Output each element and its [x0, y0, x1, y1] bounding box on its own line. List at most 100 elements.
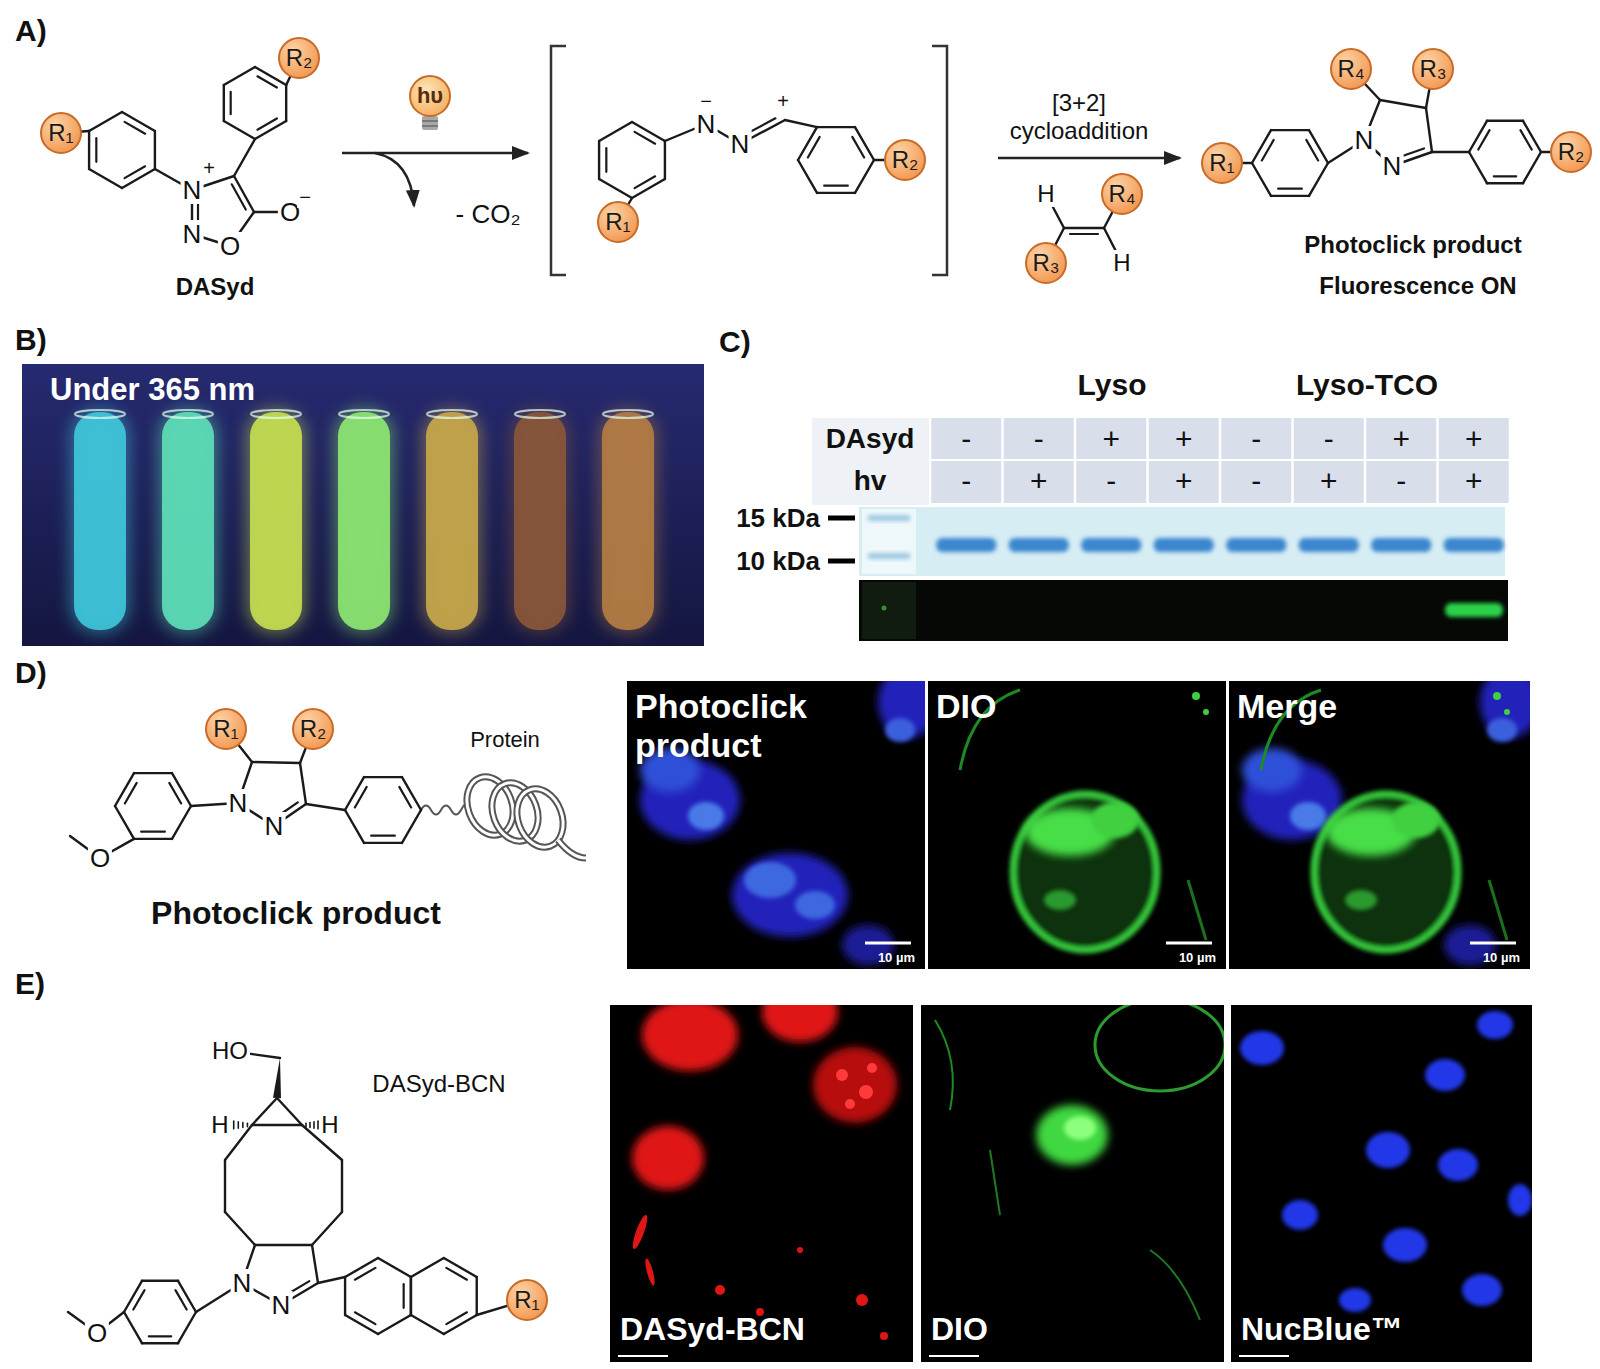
- bond: [1306, 140, 1318, 161]
- bond: [247, 1123, 249, 1126]
- marker-dot: [882, 606, 887, 611]
- bond: [402, 810, 421, 843]
- byproduct-label: - CO₂: [456, 201, 521, 227]
- panel-caption: Under 365 nm: [50, 372, 255, 408]
- reaction-condition: cycloaddition: [1010, 119, 1149, 143]
- substituent-circle: R₁: [1201, 142, 1243, 184]
- protein-band: [1226, 538, 1286, 552]
- vial-glow: [422, 408, 482, 634]
- vial-body: [250, 412, 302, 630]
- substituent-label: R₄: [1337, 57, 1364, 81]
- bond: [1380, 100, 1426, 108]
- bond: [1064, 227, 1104, 229]
- vial-glow: [510, 408, 570, 634]
- panel-letter: E): [15, 969, 45, 999]
- bond: [306, 804, 345, 810]
- micrograph-panel: DIO: [921, 1005, 1224, 1362]
- vial-body: [426, 412, 478, 630]
- bond: [664, 141, 666, 179]
- bond: [446, 1312, 467, 1324]
- atom-label: O: [85, 1319, 109, 1347]
- bond: [798, 127, 817, 160]
- light-bulb: hυ: [409, 75, 451, 117]
- bracket: [932, 46, 947, 275]
- micrograph-panel: DASyd-BCN: [610, 1005, 913, 1362]
- bond: [345, 810, 364, 843]
- table-cell-ground: [1076, 418, 1146, 459]
- atom-label: N: [227, 789, 250, 817]
- chemical-structures: [61, 58, 1571, 1343]
- fluorescent-band: [1445, 603, 1503, 617]
- bond: [237, 1122, 239, 1128]
- substituent-circle: R₂: [1550, 131, 1592, 173]
- table-cell-ground: [1149, 418, 1219, 459]
- bond: [1520, 130, 1531, 149]
- substituent-label: R₁: [605, 210, 630, 234]
- bond: [133, 1290, 144, 1309]
- table-cell: -: [1106, 466, 1116, 496]
- bond: [1523, 121, 1541, 152]
- micrograph-ground: [921, 1005, 1224, 1362]
- reaction-condition: [3+2]: [1052, 91, 1106, 115]
- bond: [115, 806, 134, 839]
- charge-sign: −: [698, 90, 714, 112]
- substituent-label: R₁: [213, 717, 238, 741]
- bond: [142, 1342, 178, 1344]
- protein-bands: [936, 538, 1504, 552]
- bulb-thread: [422, 125, 438, 127]
- atom-label: N: [181, 220, 204, 248]
- bond: [95, 138, 97, 162]
- bond: [378, 1258, 411, 1277]
- substituent-label: R₂: [1558, 140, 1585, 164]
- vial-rim: [75, 410, 125, 418]
- bond: [224, 121, 255, 139]
- scale-bar: [1239, 1355, 1289, 1357]
- bond: [410, 1277, 412, 1315]
- vial-glow: [158, 408, 218, 634]
- bond: [599, 122, 632, 141]
- table-cell-ground: [1366, 461, 1436, 503]
- bond: [89, 169, 122, 188]
- marker-lane: [862, 509, 916, 574]
- bond: [345, 1315, 378, 1334]
- bond: [403, 1284, 405, 1308]
- micrograph-panel: NucBlue™: [1231, 1005, 1532, 1362]
- vial-rim: [603, 410, 653, 418]
- bond: [233, 1121, 235, 1129]
- bond: [141, 831, 165, 833]
- micrograph-panel: DIO10 µm: [928, 681, 1226, 969]
- atom-label: H: [319, 1112, 340, 1138]
- panel-caption: DIO: [931, 1311, 988, 1348]
- table-cell: +: [1320, 466, 1338, 496]
- red-fluorescence: [630, 1005, 897, 1340]
- bond: [1262, 140, 1274, 161]
- reaction-arrow: [998, 157, 1180, 160]
- table-cell: -: [1251, 424, 1261, 454]
- atom-label: N: [263, 812, 286, 840]
- bond: [345, 777, 364, 810]
- bond: [355, 1312, 376, 1324]
- product-caption: Photoclick product: [151, 897, 441, 929]
- charge-sign: −: [297, 186, 313, 208]
- bond: [230, 92, 232, 114]
- protein-band: [1009, 538, 1069, 552]
- table-cell: +: [1175, 466, 1193, 496]
- bond: [344, 1277, 346, 1315]
- bond: [1487, 120, 1523, 122]
- vial: [70, 408, 130, 634]
- table-cell: -: [1034, 424, 1044, 454]
- bond: [1271, 195, 1309, 197]
- bond: [124, 1312, 142, 1343]
- scale-bar: [865, 942, 911, 945]
- panel-letter: D): [15, 658, 47, 688]
- substituent-circle: R₂: [292, 708, 334, 750]
- bond: [635, 176, 656, 188]
- bond: [88, 131, 90, 169]
- column-header: Lyso: [1078, 370, 1147, 400]
- bond: [312, 1245, 318, 1283]
- bond: [224, 1160, 226, 1212]
- bond: [817, 126, 855, 128]
- bond: [1252, 130, 1271, 163]
- panel-letter: A): [15, 16, 47, 46]
